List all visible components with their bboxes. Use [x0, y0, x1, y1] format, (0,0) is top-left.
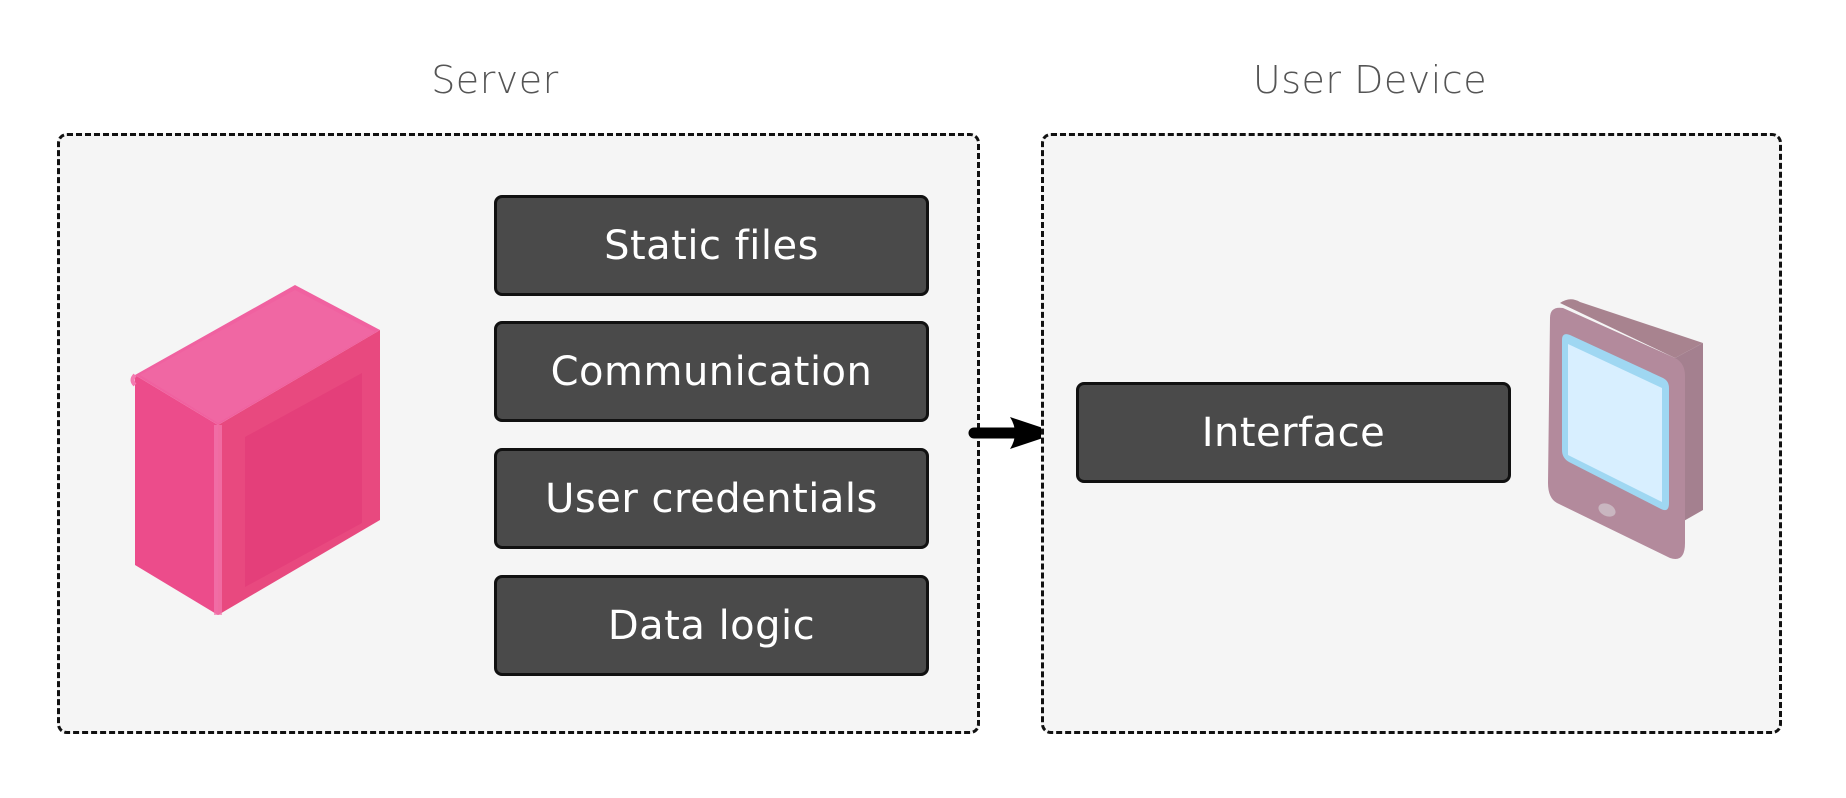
tablet-icon — [1545, 298, 1707, 566]
component-communication: Communication — [494, 321, 929, 422]
component-interface: Interface — [1076, 382, 1511, 483]
component-static-files: Static files — [494, 195, 929, 296]
component-data-logic: Data logic — [494, 575, 929, 676]
server-cube-icon — [130, 285, 385, 620]
server-group-title: Server — [431, 58, 559, 102]
component-user-credentials: User credentials — [494, 448, 929, 549]
arrow-right-icon — [968, 413, 1060, 453]
device-group-title: User Device — [1252, 58, 1488, 102]
